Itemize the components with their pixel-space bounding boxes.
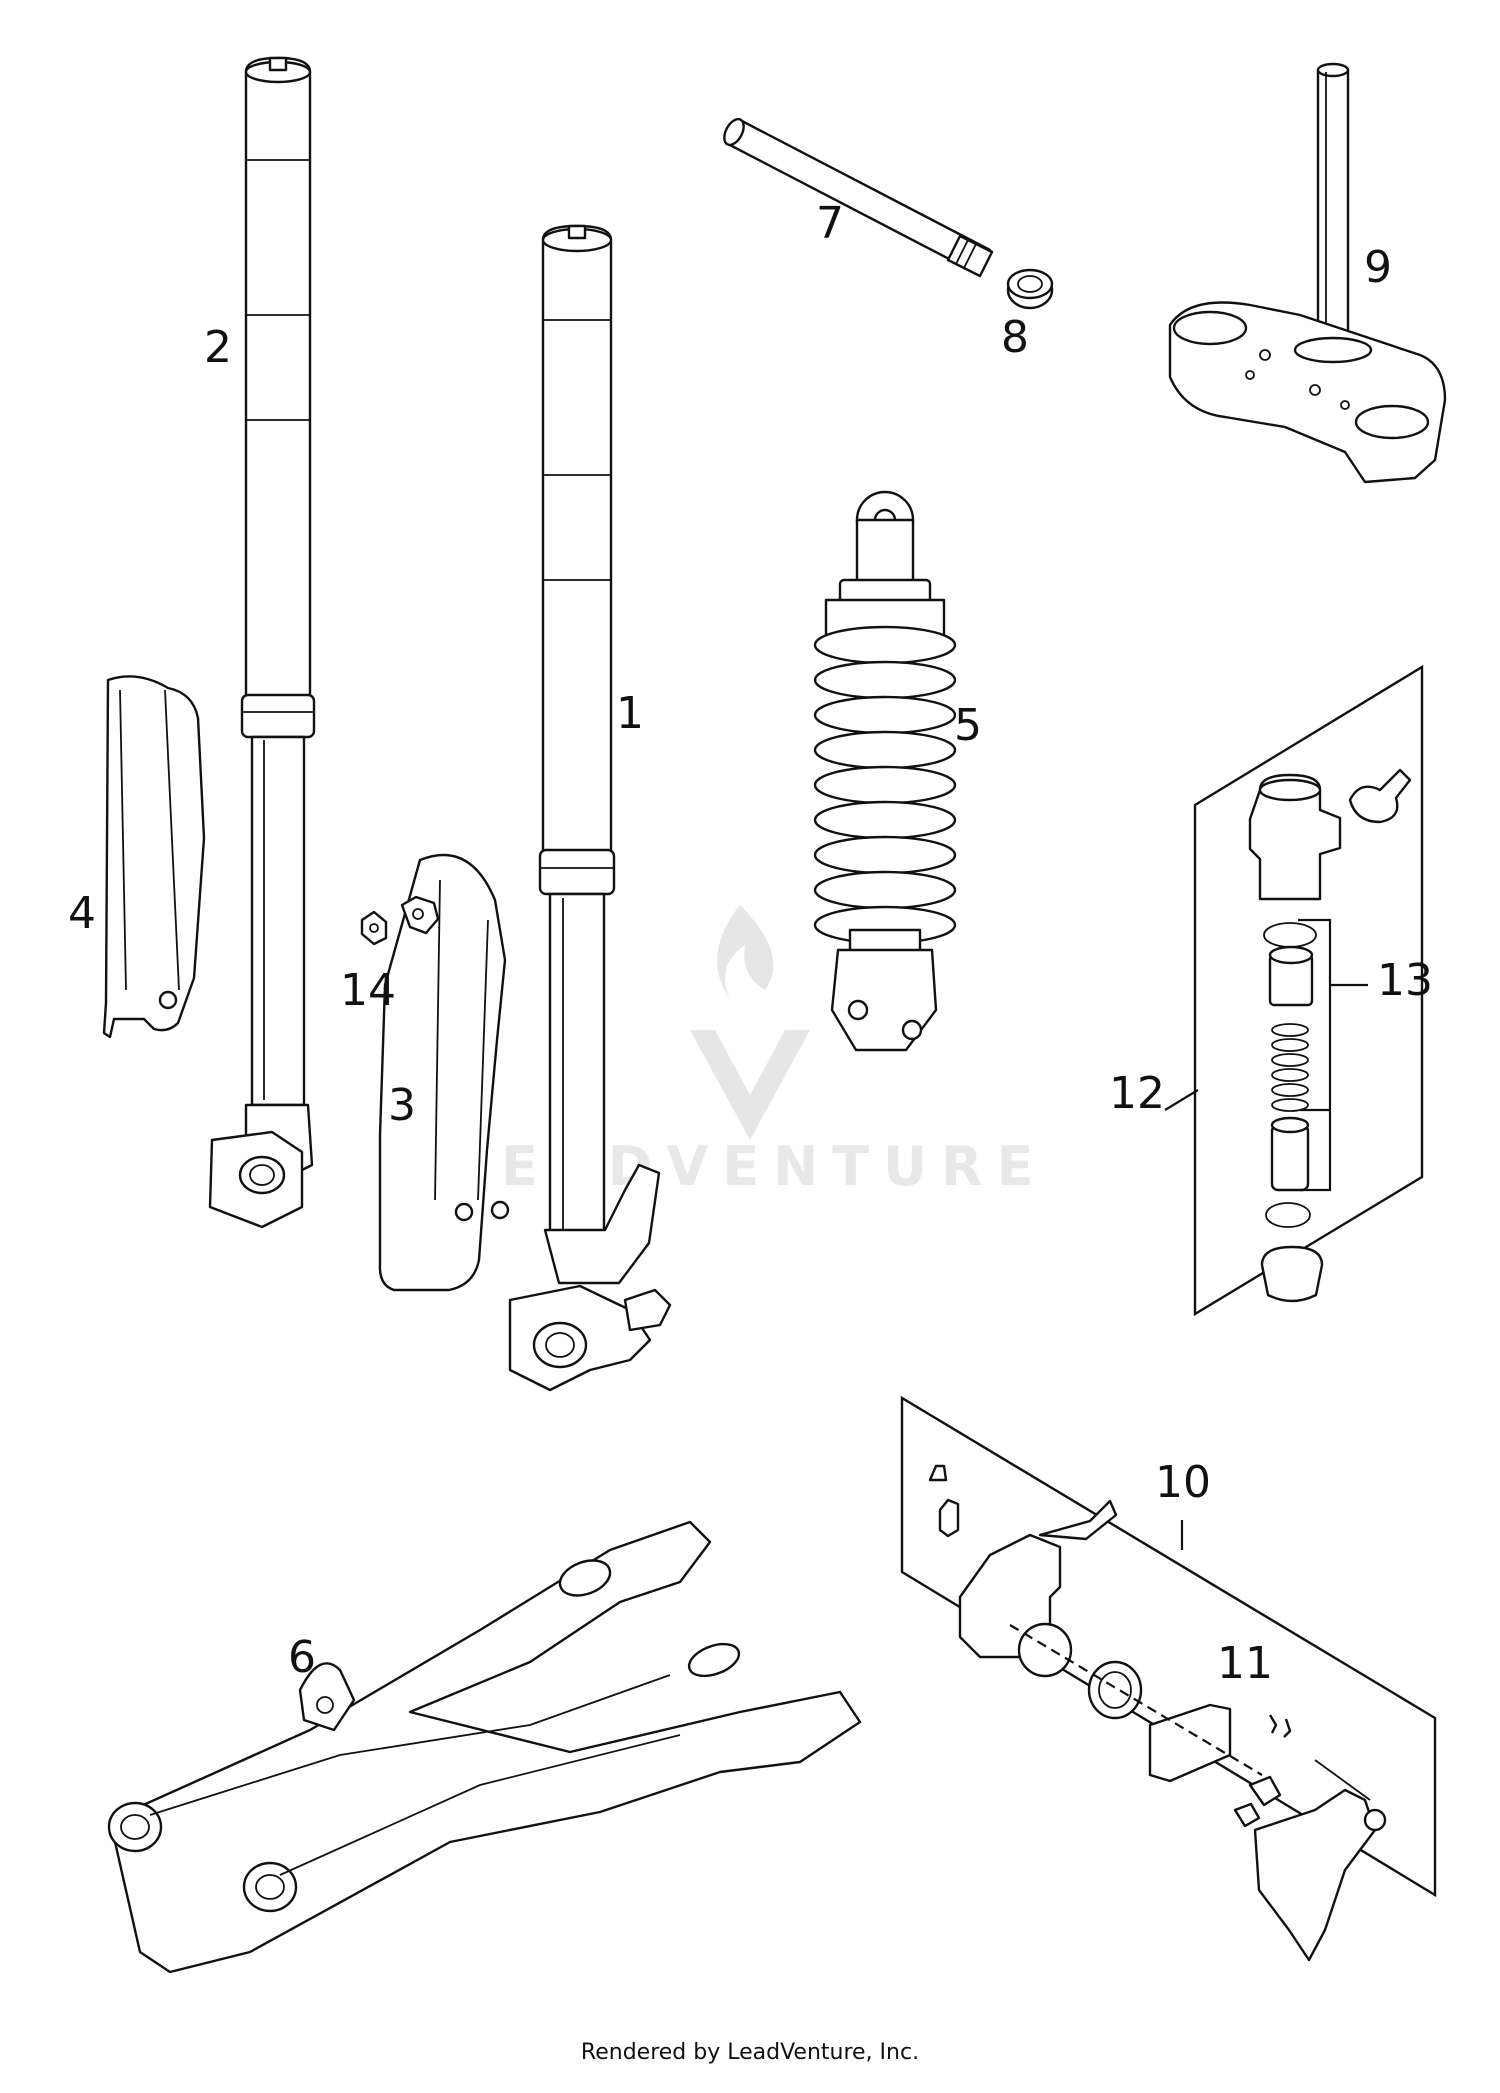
brake-caliper-kit — [900, 1395, 1437, 1962]
piston-spring — [1271, 1023, 1309, 1112]
fork-guard-right — [378, 853, 510, 1292]
callout-12: 12 — [1109, 1068, 1165, 1119]
leadventure-watermark: LEADVENTURE — [453, 905, 1048, 1198]
guard-clips — [360, 895, 440, 946]
callout-3: 3 — [388, 1080, 416, 1131]
master-cylinder-kit — [1164, 664, 1424, 1317]
fork-leg-left — [208, 56, 316, 1229]
callout-4: 4 — [68, 888, 96, 939]
rear-shock — [813, 490, 957, 1052]
callout-2: 2 — [204, 322, 232, 373]
callout-1: 1 — [616, 688, 644, 739]
callout-14: 14 — [340, 965, 396, 1016]
axle-nut — [1006, 268, 1054, 310]
callout-9: 9 — [1364, 242, 1392, 293]
callout-6: 6 — [288, 1632, 316, 1683]
watermark-text: LEADVENTURE — [453, 1135, 1048, 1198]
render-credit: Rendered by LeadVenture, Inc. — [580, 2040, 920, 2065]
front-axle — [723, 117, 994, 278]
callout-10: 10 — [1155, 1457, 1211, 1508]
shock-spring — [813, 625, 957, 945]
callout-7: 7 — [816, 198, 844, 249]
triple-clamp — [1168, 62, 1447, 484]
callout-5: 5 — [954, 700, 982, 751]
fork-leg-right — [508, 224, 672, 1392]
swingarm — [107, 1520, 862, 1974]
callout-8: 8 — [1001, 312, 1029, 363]
fork-guard-left — [102, 675, 206, 1039]
callout-labels: 1 2 3 4 5 6 7 8 9 10 11 12 13 14 — [68, 198, 1433, 1689]
callout-11: 11 — [1217, 1638, 1273, 1689]
callout-13: 13 — [1377, 955, 1433, 1006]
